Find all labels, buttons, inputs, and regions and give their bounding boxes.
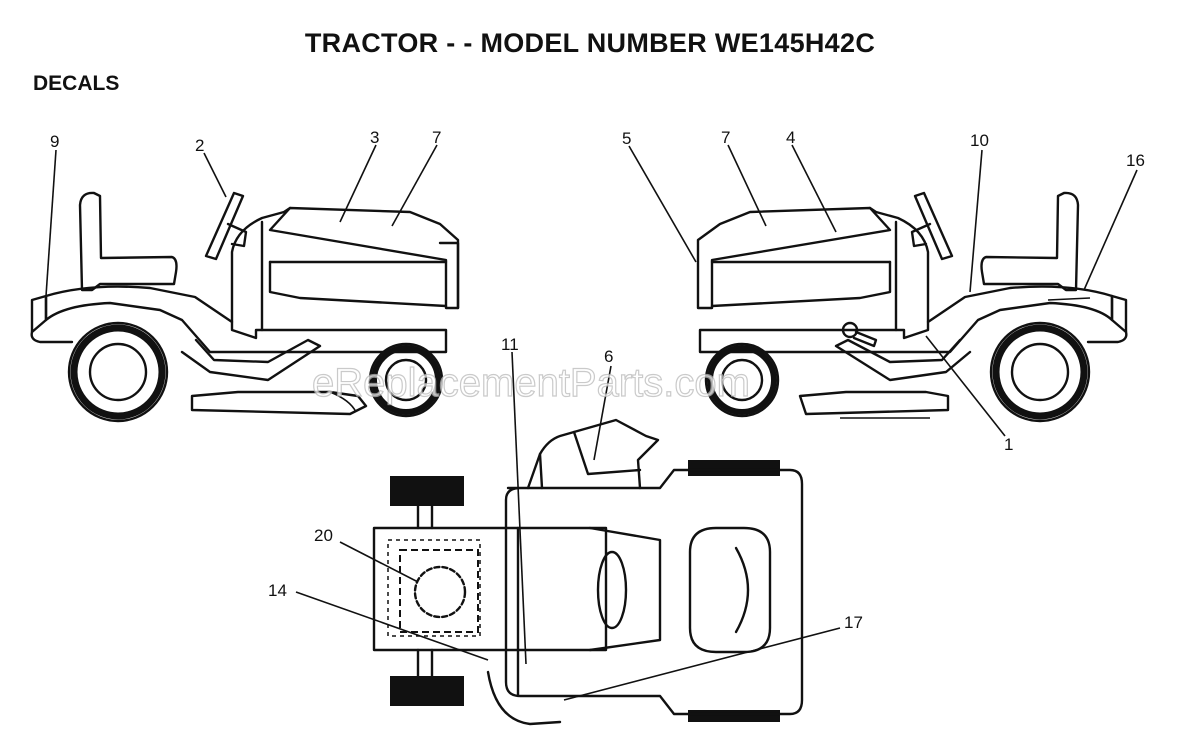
callout-7-left: 7 xyxy=(432,128,441,147)
leader-lines xyxy=(45,144,1138,701)
callout-10: 10 xyxy=(970,131,989,150)
right-front-wheel xyxy=(704,342,780,418)
left-hood xyxy=(268,206,460,310)
right-rear-wheel xyxy=(989,321,1091,423)
right-side-tractor xyxy=(696,191,1128,423)
callout-14: 14 xyxy=(268,581,287,600)
watermark-text: eReplacementParts.com xyxy=(312,361,750,405)
top-front-tire-upper xyxy=(390,476,464,506)
callout-11: 11 xyxy=(501,335,519,354)
callout-2: 2 xyxy=(195,136,204,155)
callout-1: 1 xyxy=(1004,435,1013,454)
right-steering-wheel xyxy=(913,191,954,261)
callout-5: 5 xyxy=(622,129,631,148)
callout-17: 17 xyxy=(844,613,863,632)
callout-16: 16 xyxy=(1126,151,1145,170)
right-mower-deck xyxy=(798,390,950,416)
top-body xyxy=(504,468,804,716)
section-heading: DECALS xyxy=(33,72,120,95)
left-rear-wheel xyxy=(67,321,169,423)
left-mower-deck xyxy=(190,390,368,416)
callout-20: 20 xyxy=(314,526,333,545)
callout-4: 4 xyxy=(786,128,795,147)
left-side-tractor xyxy=(30,191,460,423)
left-front-wheel xyxy=(368,342,444,418)
top-view-tractor xyxy=(372,418,804,726)
diagram-title: TRACTOR - - MODEL NUMBER WE145H42C xyxy=(304,28,876,58)
callout-9: 9 xyxy=(50,132,59,151)
callout-6: 6 xyxy=(604,347,613,366)
callout-7-right: 7 xyxy=(721,128,730,147)
right-hood xyxy=(696,206,892,310)
top-hood xyxy=(372,526,608,652)
callout-numbers: 9 2 3 7 5 7 4 10 16 1 11 6 20 14 17 xyxy=(50,128,1145,632)
callout-3: 3 xyxy=(370,128,379,147)
left-steering-wheel xyxy=(204,191,245,261)
top-front-tire-lower xyxy=(390,676,464,706)
